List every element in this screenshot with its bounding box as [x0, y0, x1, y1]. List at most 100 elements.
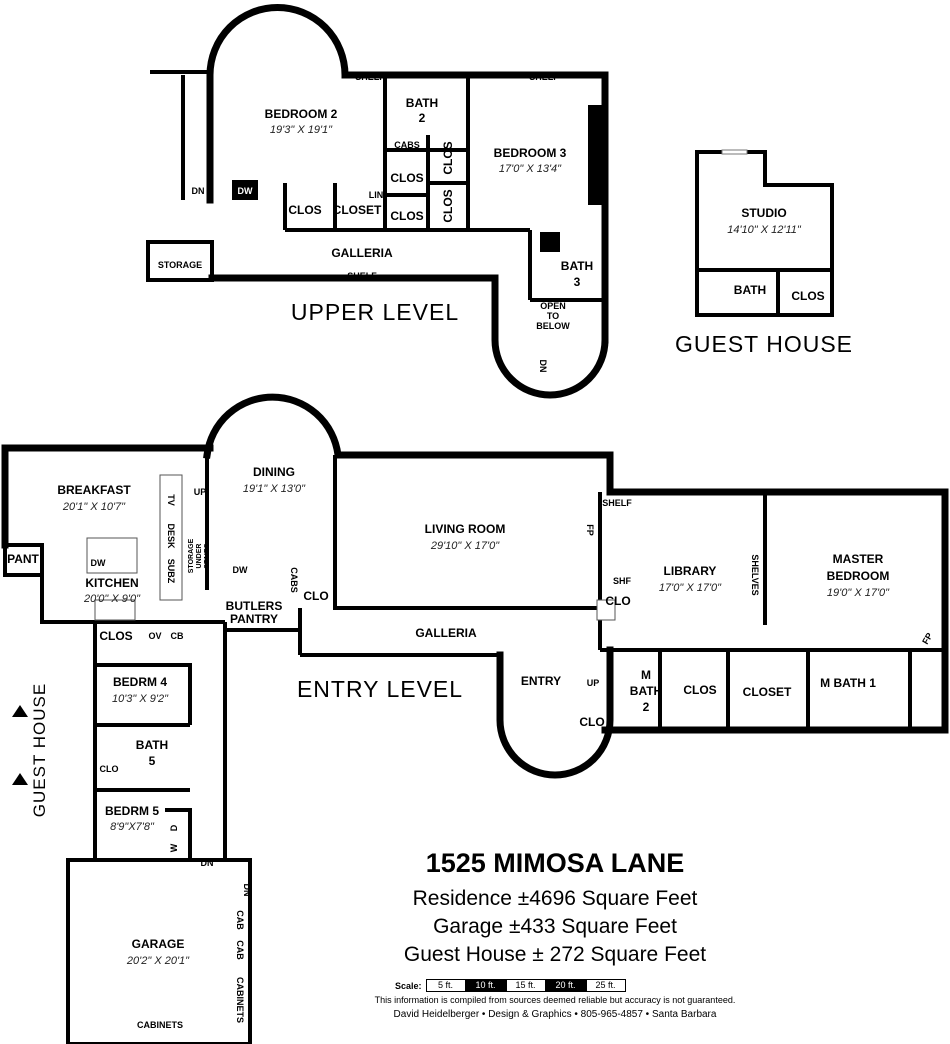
room-master-bedroom: MASTER	[833, 552, 884, 566]
subzero-label: SUBZ	[166, 559, 176, 584]
dishwasher-label: DW	[91, 558, 106, 568]
room-bath-5: 5	[149, 754, 156, 768]
room-dims: 17'0" X 17'0"	[659, 582, 722, 594]
closet-label: CLO	[579, 715, 604, 729]
room-kitchen: KITCHEN	[85, 576, 138, 590]
room-m-bath-1: M BATH 1	[820, 676, 876, 690]
room-closet: CLOSET	[743, 685, 792, 699]
linen-label: LIN	[369, 190, 384, 200]
closet-label: CLO	[100, 764, 119, 774]
room-dims: 20'0" X 9'0"	[83, 593, 141, 605]
closet-label: CLO	[303, 589, 328, 603]
residence-area: Residence ±4696 Square Feet	[412, 887, 698, 910]
closet-label: CLO	[605, 594, 630, 608]
closet-label: CLOS	[441, 141, 455, 174]
guest-house-direction: GUEST HOUSE	[30, 683, 49, 817]
entry-level-walls	[1, 393, 949, 1044]
closet-label: CLOS	[390, 209, 423, 223]
storage-under-stairs: STORAGE	[188, 538, 195, 573]
room-bath: BATH	[734, 283, 766, 297]
scale-mark: 15 ft.	[505, 979, 546, 992]
room-bath-5: BATH	[136, 738, 168, 752]
room-dims: 10'3" X 9'2"	[112, 693, 169, 705]
shelf-label: SHELF	[355, 72, 385, 82]
scale-mark: 20 ft.	[545, 979, 586, 992]
room-entry: ENTRY	[521, 674, 561, 688]
room-dims: 14'10" X 12'11"	[727, 224, 802, 236]
credit: David Heidelberger • Design & Graphics •…	[393, 1009, 717, 1020]
room-living-room: LIVING ROOM	[425, 522, 506, 536]
room-m-bath-2: BATH	[630, 684, 662, 698]
stairs-down-label: DN	[201, 858, 214, 868]
upper-level-walls	[146, 4, 609, 399]
garage-area: Garage ±433 Square Feet	[433, 915, 677, 938]
room-dims: 19'3" X 19'1"	[270, 124, 333, 136]
room-dims: 17'0" X 13'4"	[499, 163, 562, 175]
room-studio: STUDIO	[741, 206, 786, 220]
stairs-down-label: DN	[242, 884, 252, 897]
open-to-below: OPEN	[540, 301, 566, 311]
room-dims: 20'1" X 10'7"	[62, 501, 126, 513]
stairs-down-label: DN	[192, 186, 205, 196]
open-to-below: TO	[547, 311, 559, 321]
closet-label: CLOS	[683, 683, 716, 697]
upper-level-title: UPPER LEVEL	[291, 299, 459, 325]
room-bath-2-num: 2	[419, 111, 426, 125]
entry-level-title: ENTRY LEVEL	[297, 676, 463, 702]
room-bath-3: BATH	[561, 259, 593, 273]
room-library: LIBRARY	[664, 564, 717, 578]
room-bedroom-3: BEDROOM 3	[494, 146, 567, 160]
cabinets-label: CABINETS	[137, 1020, 183, 1030]
cabs-label: CABS	[394, 140, 420, 150]
dumbwaiter-label: DW	[238, 186, 253, 196]
fireplace-label: FP	[920, 631, 934, 646]
tv-label: TV	[166, 494, 176, 506]
room-m-bath-2: 2	[643, 700, 650, 714]
address-title: 1525 MIMOSA LANE	[425, 848, 685, 878]
cabinet-label: CAB	[235, 910, 245, 930]
garage-room	[66, 858, 252, 1044]
room-garage: GARAGE	[132, 937, 185, 951]
room-dims: 29'10" X 17'0"	[430, 540, 500, 552]
cabs-label: CABS	[289, 567, 299, 593]
room-bath-3-num: 3	[574, 275, 581, 289]
storage-under-stairs: UNDER	[196, 544, 203, 569]
shelf-label: SHELF	[347, 271, 377, 281]
open-to-below: BELOW	[536, 321, 570, 331]
closet-label: CLOS	[99, 629, 132, 643]
room-bedroom-4: BEDRM 4	[113, 675, 167, 689]
cabinet-label: CB	[171, 631, 184, 641]
room-master-bedroom: BEDROOM	[827, 569, 890, 583]
cabinet-label: CAB	[235, 940, 245, 960]
room-breakfast: BREAKFAST	[57, 483, 131, 497]
storage-room	[146, 240, 214, 282]
guest-house-walls	[695, 149, 834, 317]
closet-label: CLOS	[390, 171, 423, 185]
cabinets-label: CABINETS	[235, 977, 245, 1023]
shelf-label: SHELF	[602, 498, 632, 508]
room-butlers-pantry: PANTRY	[230, 612, 278, 626]
room-labels: UPPER LEVEL GUEST HOUSE ENTRY LEVEL GUES…	[7, 72, 935, 1030]
desk-label: DESK	[166, 523, 176, 549]
stairs-down-label: DN	[538, 360, 548, 373]
scale-bar: Scale: 5 ft.10 ft.15 ft.20 ft.25 ft.	[395, 979, 626, 992]
storage-under-stairs: STAIRS	[204, 543, 211, 568]
scale-label: Scale:	[395, 980, 422, 991]
room-dims: 8'9"X7'8"	[110, 821, 155, 833]
stairs-up-label: UP	[194, 487, 207, 497]
room-galleria: GALLERIA	[331, 246, 393, 260]
guest-house-area: Guest House ± 272 Square Feet	[403, 943, 707, 966]
room-dims: 19'1" X 13'0"	[243, 483, 306, 495]
shelf-label: SHF	[613, 576, 632, 586]
room-dims: 19'0" X 17'0"	[827, 587, 890, 599]
scale-mark: 25 ft.	[585, 979, 626, 992]
dryer-label: D	[169, 824, 179, 831]
scale-mark: 10 ft.	[465, 979, 506, 992]
disclaimer: This information is compiled from source…	[374, 995, 736, 1005]
dumbwaiter-label: DW	[233, 565, 248, 575]
room-dims: 20'2" X 20'1"	[126, 955, 190, 967]
room-butlers-pantry: BUTLERS	[226, 599, 283, 613]
closet-label: CLOS	[441, 189, 455, 222]
room-bedroom-2: BEDROOM 2	[265, 107, 338, 121]
